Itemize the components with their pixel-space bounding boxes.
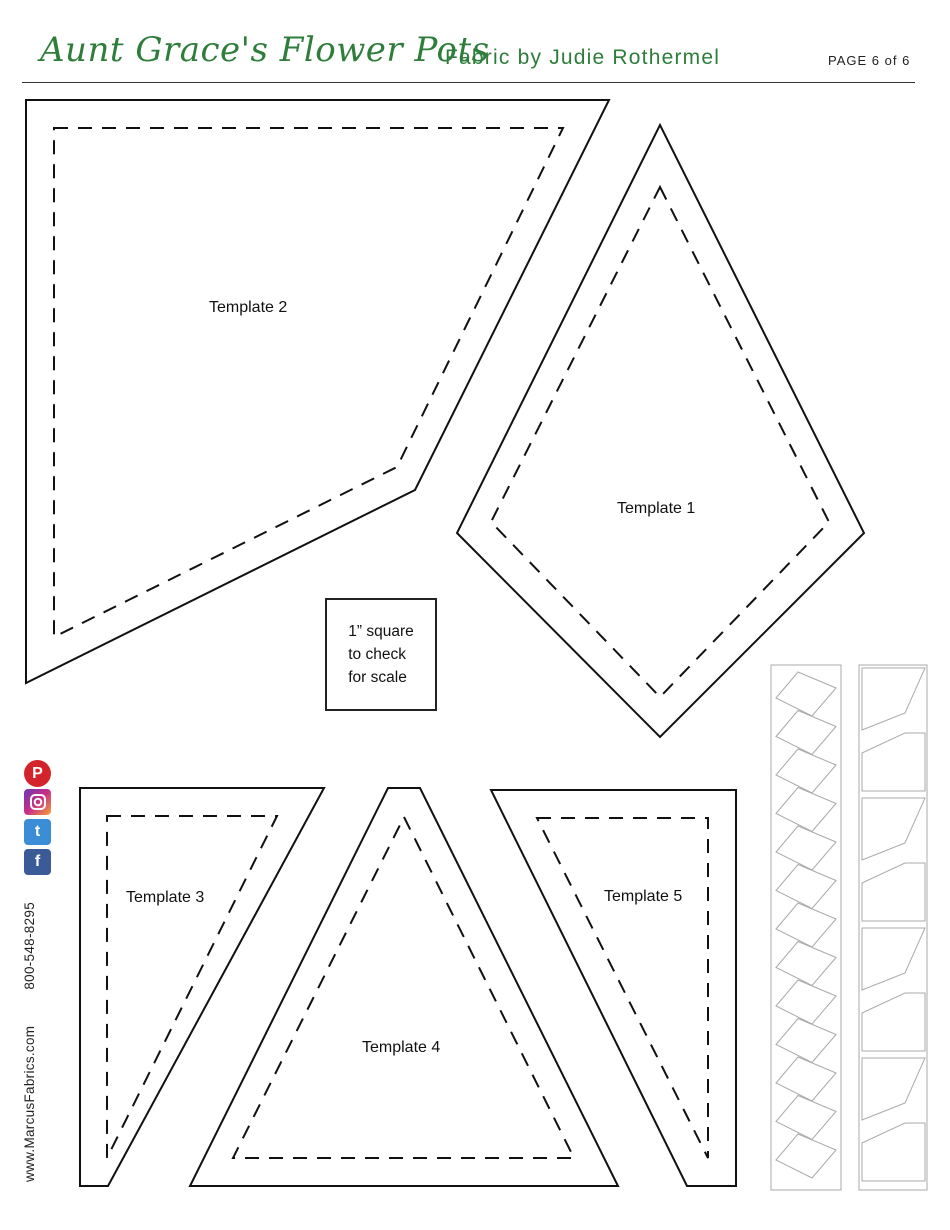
phone-number: 800-548-8295: [22, 902, 37, 990]
template-1-seam-line: [489, 184, 831, 699]
pinterest-icon[interactable]: P: [24, 760, 51, 787]
thumbnail-kite: [861, 797, 926, 861]
thumbnail-diamond: [775, 1017, 837, 1064]
template-4-label: Template 4: [362, 1039, 440, 1056]
template-3-label: Template 3: [126, 889, 204, 906]
page-number: PAGE 6 of 6: [828, 53, 911, 68]
scale-check-square: 1” square to check for scale: [325, 598, 437, 711]
instagram-icon[interactable]: [24, 789, 51, 815]
contact-info: www.MarcusFabrics.com 800-548-8295: [22, 902, 37, 1182]
template-1-outline: [455, 122, 866, 739]
thumbnail-kite: [861, 1057, 926, 1121]
thumbnail-diamond: [775, 902, 837, 948]
thumbnail-diamond: [775, 748, 837, 794]
header-divider: [22, 82, 915, 83]
thumbnail-kite: [861, 862, 926, 922]
thumbnail-kite: [861, 992, 926, 1052]
facebook-icon[interactable]: f: [24, 849, 51, 875]
fabric-credit: Fabric by Judie Rothermel: [445, 46, 721, 69]
thumbnail-kite: [861, 732, 926, 792]
template-4-outline: [188, 787, 620, 1187]
template-5-label: Template 5: [604, 888, 682, 905]
thumbnail-diamond: [775, 979, 837, 1025]
template-2-label: Template 2: [209, 299, 287, 316]
twitter-icon[interactable]: t: [24, 819, 51, 845]
thumbnail-diamond: [775, 1056, 837, 1102]
thumbnail-diamond: [775, 940, 837, 987]
thumbnail-kite: [861, 667, 926, 731]
template-2-seam-line: [53, 127, 565, 639]
thumbnail-kite: [861, 927, 926, 991]
template-5-seam-line: [535, 817, 709, 1159]
thumbnail-kite: [861, 1122, 926, 1182]
thumbnail-diamond: [775, 863, 837, 910]
website-link[interactable]: www.MarcusFabrics.com: [22, 1025, 37, 1182]
template-5-outline: [489, 789, 737, 1187]
thumbnail-diamond: [775, 1094, 837, 1141]
thumbnail-strip-2: [858, 664, 928, 1191]
thumbnail-diamond: [775, 786, 837, 833]
template-4-seam-line: [231, 814, 576, 1159]
thumbnail-diamond: [775, 671, 837, 717]
thumbnail-strip-1: [770, 664, 842, 1191]
page-title: Aunt Grace's Flower Pots: [40, 30, 490, 70]
template-3-outline: [79, 787, 326, 1187]
template-1-label: Template 1: [617, 500, 695, 517]
template-2-outline: [25, 99, 611, 685]
template-layout-thumbnails: [770, 664, 928, 1191]
thumbnail-diamond: [775, 709, 837, 756]
thumbnail-diamond: [775, 825, 837, 871]
scale-check-text: 1” square to check for scale: [348, 623, 414, 686]
template-3-seam-line: [106, 815, 279, 1159]
thumbnail-diamond: [775, 1133, 837, 1179]
